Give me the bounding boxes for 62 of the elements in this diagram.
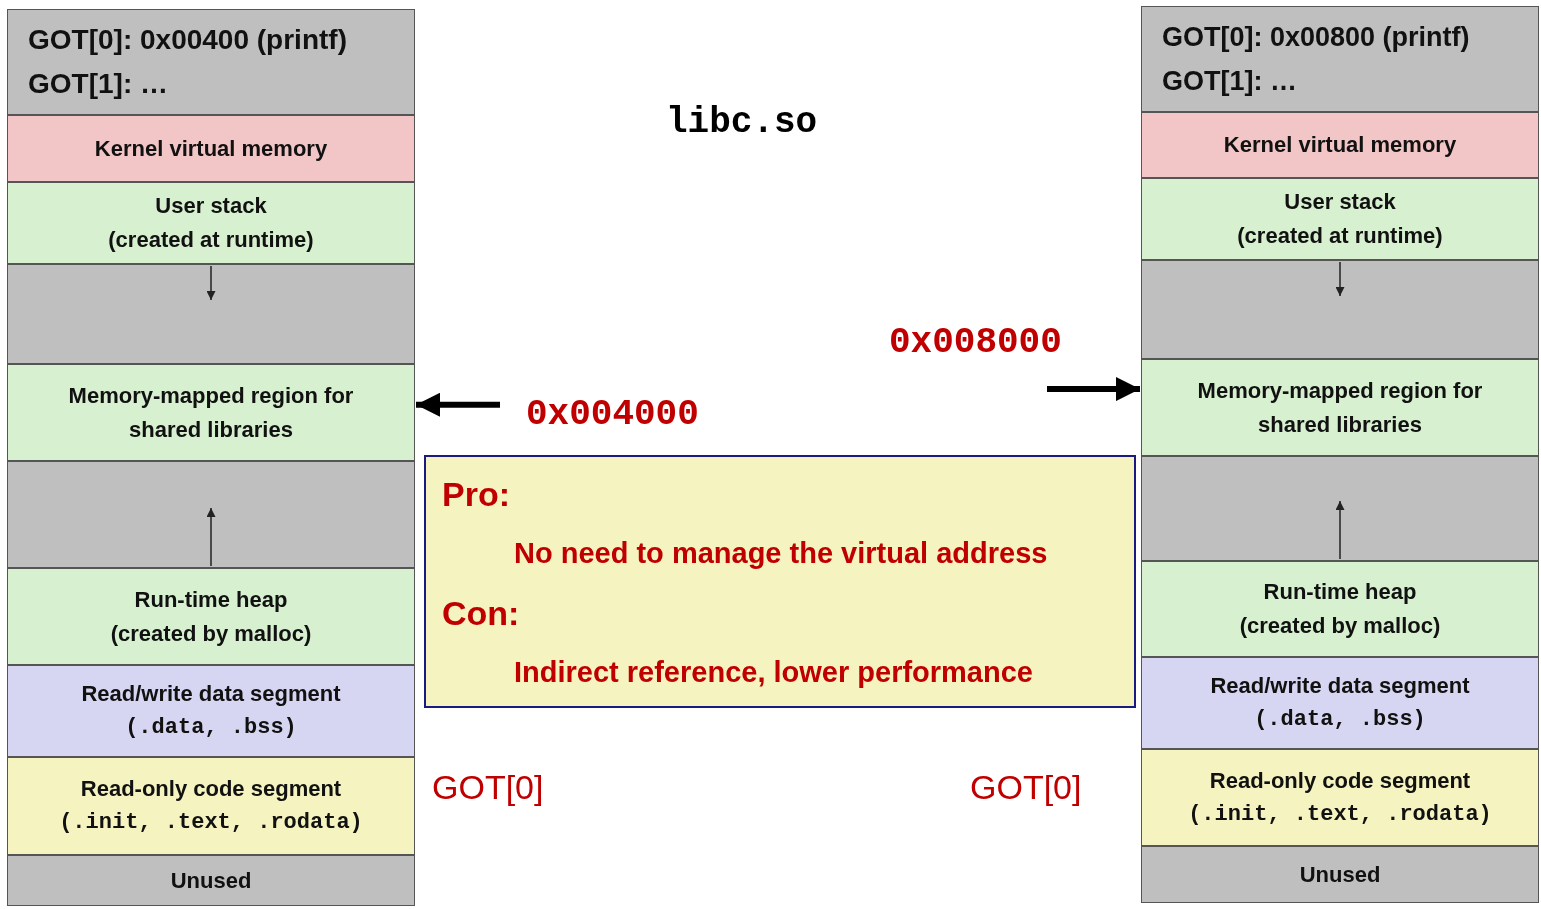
memory-segment xyxy=(1141,178,1539,260)
memory-gap xyxy=(7,461,415,568)
arrow xyxy=(1335,261,1345,297)
segment-label: User stack xyxy=(154,192,268,220)
segment-label: Read/write data segment xyxy=(80,680,342,708)
segment-label: Read-only code segment xyxy=(1208,766,1472,795)
segment-label: (.init, .text, .rodata) xyxy=(1187,800,1493,829)
callout-heading: Con: xyxy=(442,592,521,634)
arrow xyxy=(1047,377,1140,402)
memory-segment xyxy=(1141,112,1539,178)
segment-label: Memory-mapped region for shared libraries xyxy=(67,381,355,444)
memory-gap xyxy=(7,264,415,364)
memory-segment xyxy=(7,568,415,665)
memory-segment xyxy=(1141,749,1539,846)
segment-label: Memory-mapped region for shared libraries xyxy=(1196,376,1484,439)
library-name: libc.so xyxy=(666,101,818,145)
segment-label: Kernel virtual memory xyxy=(1222,131,1458,159)
segment-label: (created by malloc) xyxy=(109,619,313,648)
arrow xyxy=(206,507,216,567)
address-label: 0x004000 xyxy=(526,393,699,437)
callout-box xyxy=(424,455,1136,708)
segment-label: Unused xyxy=(1298,860,1382,889)
segment-label: Kernel virtual memory xyxy=(93,134,329,163)
got-table-box xyxy=(7,9,415,115)
segment-label: Run-time heap xyxy=(133,585,289,614)
segment-label: User stack xyxy=(1283,188,1397,216)
memory-segment xyxy=(1141,359,1539,456)
got-entry: GOT[1]: … xyxy=(28,67,168,101)
memory-segment xyxy=(7,115,415,182)
callout-heading: Pro: xyxy=(442,474,511,515)
memory-segment xyxy=(1141,561,1539,657)
callout-text: Indirect reference, lower performance xyxy=(513,654,1034,690)
got-table-box xyxy=(1141,6,1539,112)
memory-segment xyxy=(7,182,415,264)
segment-label: (created by malloc) xyxy=(1238,612,1442,640)
got-entry: GOT[0]: 0x00400 (printf) xyxy=(28,23,347,57)
segment-label: (.init, .text, .rodata) xyxy=(58,809,364,837)
segment-label: (.data, .bss) xyxy=(1253,706,1427,734)
segment-label: Read-only code segment xyxy=(79,775,343,803)
memory-segment xyxy=(1141,846,1539,903)
memory-segment xyxy=(7,757,415,855)
address-label: 0x008000 xyxy=(889,321,1062,365)
got-entry: GOT[1]: … xyxy=(1162,65,1297,98)
memory-gap xyxy=(1141,456,1539,561)
got-label: GOT[0] xyxy=(970,767,1082,808)
callout-text: No need to manage the virtual address xyxy=(513,536,1049,571)
memory-segment xyxy=(1141,657,1539,749)
memory-segment xyxy=(7,855,415,906)
segment-label: Read/write data segment xyxy=(1209,672,1471,700)
arrow xyxy=(1335,500,1345,560)
got-entry: GOT[0]: 0x00800 (printf) xyxy=(1162,21,1470,54)
memory-segment xyxy=(7,364,415,461)
arrow xyxy=(206,265,216,301)
segment-label: (created at runtime) xyxy=(1236,222,1444,250)
segment-label: (created at runtime) xyxy=(107,226,315,254)
segment-label: (.data, .bss) xyxy=(124,714,298,742)
memory-gap xyxy=(1141,260,1539,359)
got-label: GOT[0] xyxy=(432,767,544,808)
memory-segment xyxy=(7,665,415,757)
segment-label: Unused xyxy=(169,866,253,895)
arrow xyxy=(416,392,500,417)
segment-label: Run-time heap xyxy=(1262,578,1418,606)
